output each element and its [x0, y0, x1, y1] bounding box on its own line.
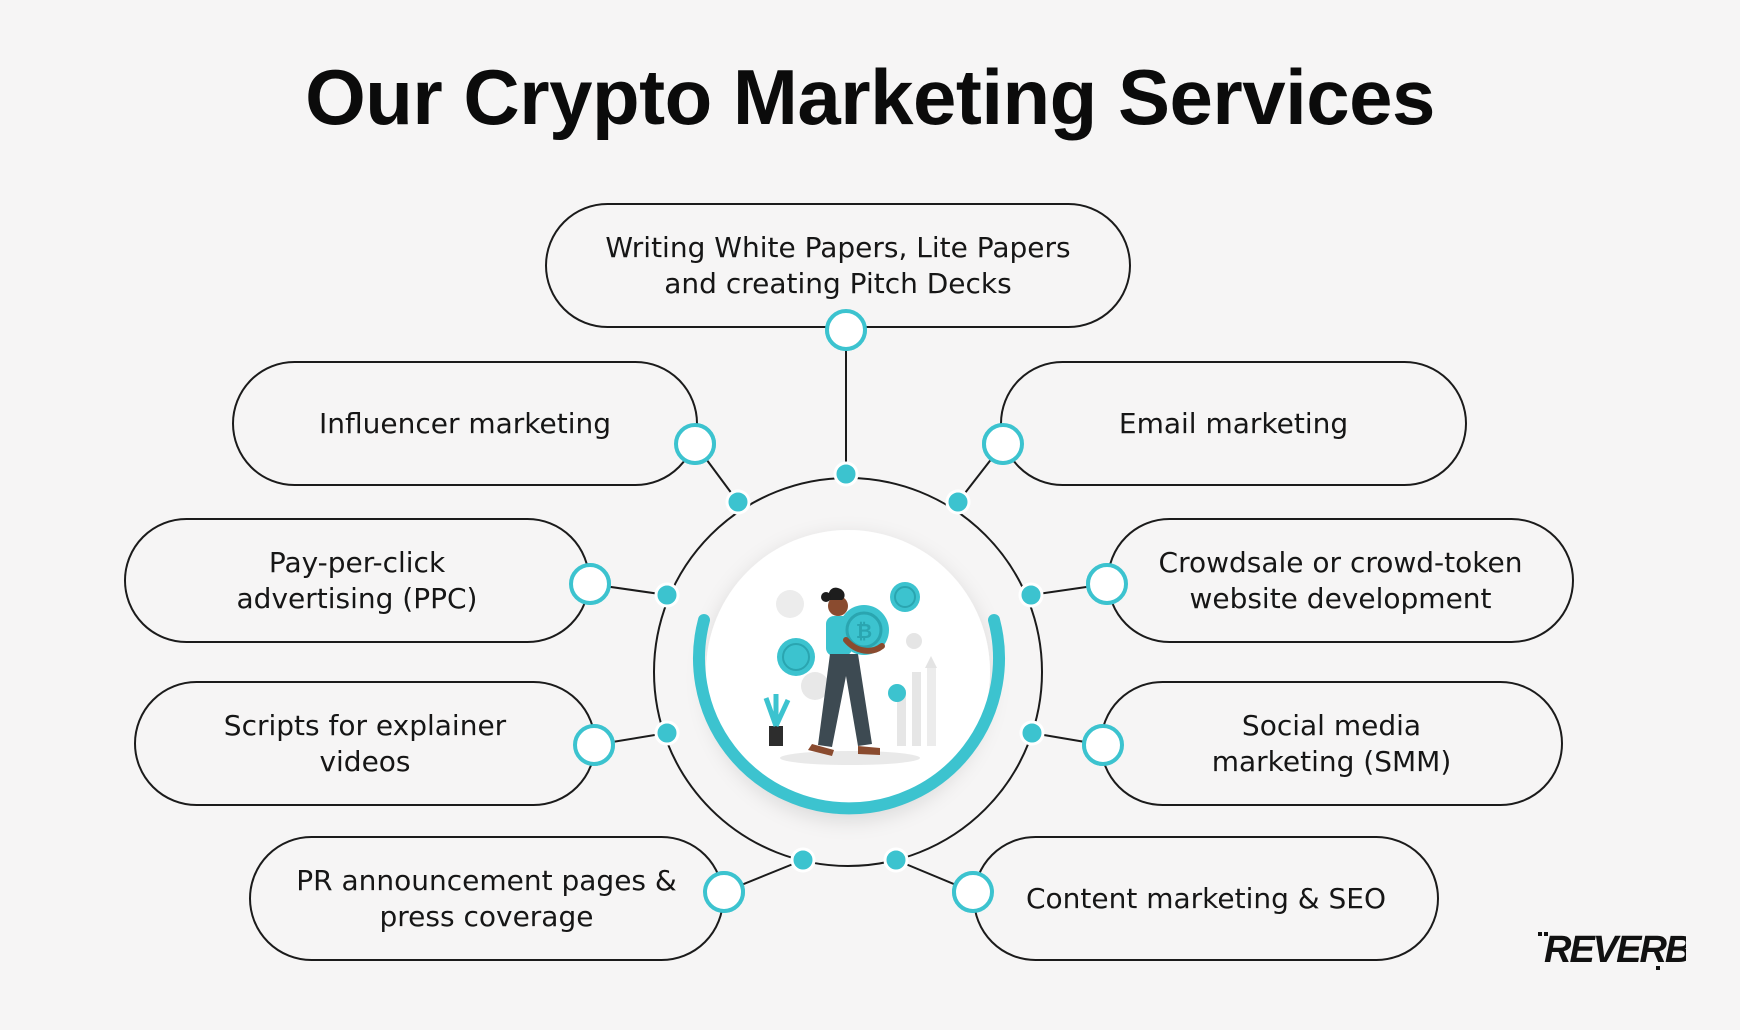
svg-text:₿: ₿ [856, 619, 872, 643]
reverb-logo: REVERB [1538, 929, 1686, 971]
service-label: Writing White Papers, Lite Papers and cr… [605, 230, 1071, 300]
ring-dot [883, 847, 909, 873]
service-node-influencer: Influencer marketing [232, 361, 698, 486]
ring-dot [654, 720, 680, 746]
ring-dot [790, 847, 816, 873]
service-node-email: Email marketing [1000, 361, 1467, 486]
service-node-white-papers: Writing White Papers, Lite Papers and cr… [545, 203, 1131, 328]
service-node-smm: Social media marketing (SMM) [1100, 681, 1563, 806]
service-label: Social media marketing (SMM) [1211, 708, 1452, 778]
ring-dot [1018, 582, 1044, 608]
accent-arc [693, 614, 1005, 815]
service-label: Influencer marketing [318, 406, 612, 440]
ring-dot [945, 489, 971, 515]
service-label: Scripts for explainer videos [223, 708, 507, 778]
service-label: Pay-per-click advertising (PPC) [236, 545, 478, 615]
service-node-content-seo: Content marketing & SEO [973, 836, 1439, 961]
service-label: Crowdsale or crowd-token website develop… [1158, 545, 1523, 615]
service-label: PR announcement pages & press coverage [296, 863, 677, 933]
ring-dot [1019, 720, 1045, 746]
page-title: Our Crypto Marketing Services [305, 53, 1435, 141]
ring-dot [725, 489, 751, 515]
service-node-ppc: Pay-per-click advertising (PPC) [124, 518, 590, 643]
service-node-pr: PR announcement pages & press coverage [249, 836, 724, 961]
ring-dot [654, 582, 680, 608]
person-with-coin-icon: ₿ [763, 582, 937, 765]
svg-text:REVERB: REVERB [1544, 929, 1686, 971]
service-label: Email marketing [1118, 406, 1349, 440]
ring-dots [654, 461, 1045, 873]
service-node-crowdsale: Crowdsale or crowd-token website develop… [1107, 518, 1574, 643]
ring-dot [833, 461, 859, 487]
service-label: Content marketing & SEO [1025, 881, 1387, 915]
service-node-explainer: Scripts for explainer videos [134, 681, 596, 806]
